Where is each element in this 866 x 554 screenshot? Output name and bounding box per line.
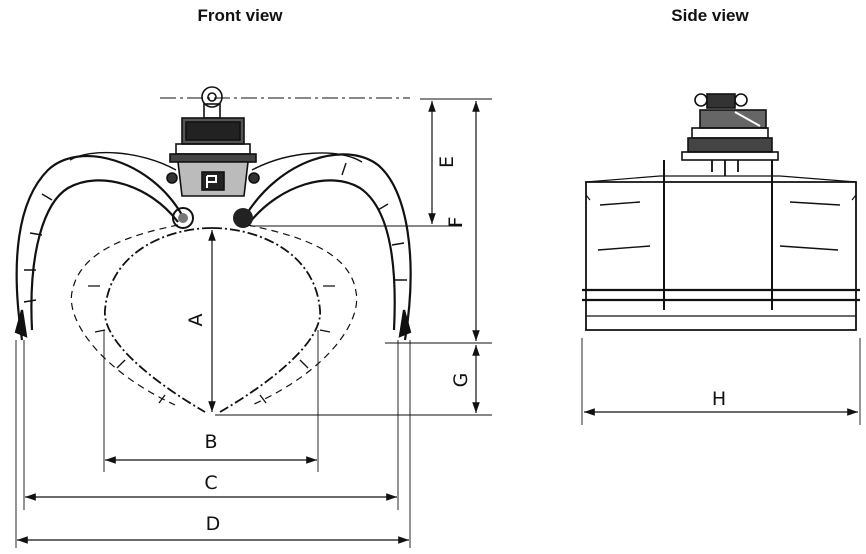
label-h: H (712, 388, 726, 410)
left-arm (14, 151, 183, 341)
right-arm (245, 152, 412, 341)
label-a: A (185, 314, 207, 327)
reference-lines (160, 97, 492, 416)
side-view-title: Side view (671, 6, 749, 25)
left-pivot-pin (172, 207, 194, 229)
left-pivot-pin-core (178, 213, 188, 223)
shell-open (70, 224, 358, 406)
front-view-title: Front view (197, 6, 283, 25)
extension-lines (15, 330, 411, 548)
label-c: C (204, 472, 217, 494)
right-pivot-pin (233, 208, 253, 228)
label-e: E (436, 156, 458, 168)
side-extension-lines (581, 338, 861, 425)
side-view-drawing: H (581, 93, 861, 425)
side-shell-body (582, 160, 860, 331)
rotator-assembly (166, 86, 260, 197)
label-d: D (206, 513, 221, 535)
side-rotator (681, 93, 779, 176)
label-b: B (204, 431, 217, 453)
label-g: G (450, 373, 472, 388)
label-f: F (445, 217, 467, 228)
front-view-drawing: A E F G B C D (14, 86, 492, 548)
